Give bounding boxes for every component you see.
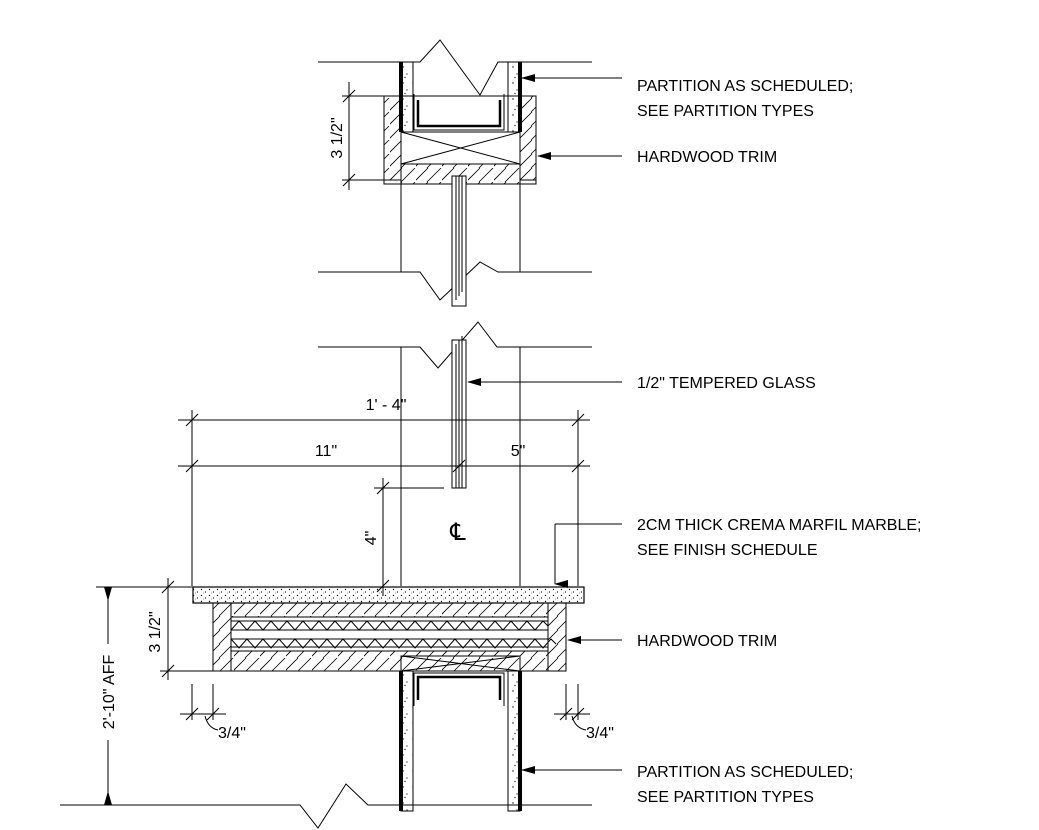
partition-top-note-line2: SEE PARTITION TYPES xyxy=(637,103,814,120)
sill-plywood-layers xyxy=(230,616,549,652)
chevron-row-2 xyxy=(230,638,557,649)
sill-metal-stud xyxy=(416,675,502,700)
glass-note: 1/2" TEMPERED GLASS xyxy=(637,375,816,392)
chevron-row-1 xyxy=(230,620,549,631)
marble-note-line1: 2CM THICK CREMA MARFIL MARBLE; xyxy=(637,517,922,534)
reveal-left-leader xyxy=(204,715,219,731)
head-dim-tick-bottom xyxy=(342,173,356,187)
right-width-dim: 5" xyxy=(511,443,526,460)
split-tick-right xyxy=(571,459,585,473)
reveal-right-tick1 xyxy=(559,707,573,721)
partition-bottom-note-line1: PARTITION AS SCHEDULED; xyxy=(637,764,853,781)
reveal-right-leader xyxy=(571,715,587,731)
sill-trim-bottom-layer xyxy=(230,650,549,672)
head-trim-right xyxy=(519,95,537,181)
overall-tick-right xyxy=(571,413,585,427)
glass-to-sill-dim: 4" xyxy=(363,531,380,546)
reveal-left-tick2 xyxy=(206,707,220,721)
aff-text-gap xyxy=(96,644,120,740)
glass-to-sill-tick-top xyxy=(376,481,390,495)
split-tick-left xyxy=(185,459,199,473)
sill-trim-right xyxy=(547,602,567,672)
aff-arrow-top xyxy=(104,587,112,601)
sill-blocking-x xyxy=(400,655,521,672)
overall-tick-left xyxy=(185,413,199,427)
sill-trim-top-layer xyxy=(230,602,549,618)
marble-sill xyxy=(192,586,585,604)
right-reveal-dim: 3/4" xyxy=(586,725,614,742)
sill-height-aff-dim: 2'-10" AFF xyxy=(101,655,118,730)
split-tick-mid xyxy=(452,459,466,473)
head-trim-left xyxy=(383,95,402,181)
sill-detail: 1' - 4" 11" 5" 4" ℄ xyxy=(60,321,622,829)
head-trim-height-dim: 3 1/2" xyxy=(329,117,346,158)
centerline-symbol: ℄ xyxy=(449,519,466,546)
head-detail: 3 1/2" xyxy=(318,39,622,307)
top-break-line xyxy=(318,39,592,96)
floor-break-line xyxy=(60,783,592,829)
plywood-chevrons xyxy=(230,620,557,649)
trim-bottom-note: HARDWOOD TRIM xyxy=(637,633,777,650)
reveal-right-tick2 xyxy=(571,707,585,721)
reveal-left-tick1 xyxy=(185,707,199,721)
head-stud-outline xyxy=(413,94,505,131)
sill-trim-outline xyxy=(212,602,567,672)
head-metal-stud xyxy=(416,100,502,128)
callout-notes: PARTITION AS SCHEDULED; SEE PARTITION TY… xyxy=(637,78,922,806)
partition-top-note-line1: PARTITION AS SCHEDULED; xyxy=(637,78,853,95)
trim-top-note: HARDWOOD TRIM xyxy=(637,149,777,166)
left-width-dim: 11" xyxy=(315,443,337,460)
marble-note-line2: SEE FINISH SCHEDULE xyxy=(637,542,817,559)
left-reveal-dim: 3/4" xyxy=(218,725,246,742)
partition-bottom-note-line2: SEE PARTITION TYPES xyxy=(637,789,814,806)
aff-arrow-bottom xyxy=(104,791,112,805)
sill-trim-left xyxy=(212,602,232,672)
overall-width-dim: 1' - 4" xyxy=(366,397,407,414)
sill-trim-tick-bottom xyxy=(161,664,175,678)
head-blocking-x xyxy=(400,131,521,165)
head-dim-tick-top xyxy=(342,89,356,103)
sill-trim-height-dim: 3 1/2" xyxy=(147,611,164,652)
sill-stud-outline xyxy=(413,672,505,706)
sill-blocking xyxy=(400,655,521,672)
